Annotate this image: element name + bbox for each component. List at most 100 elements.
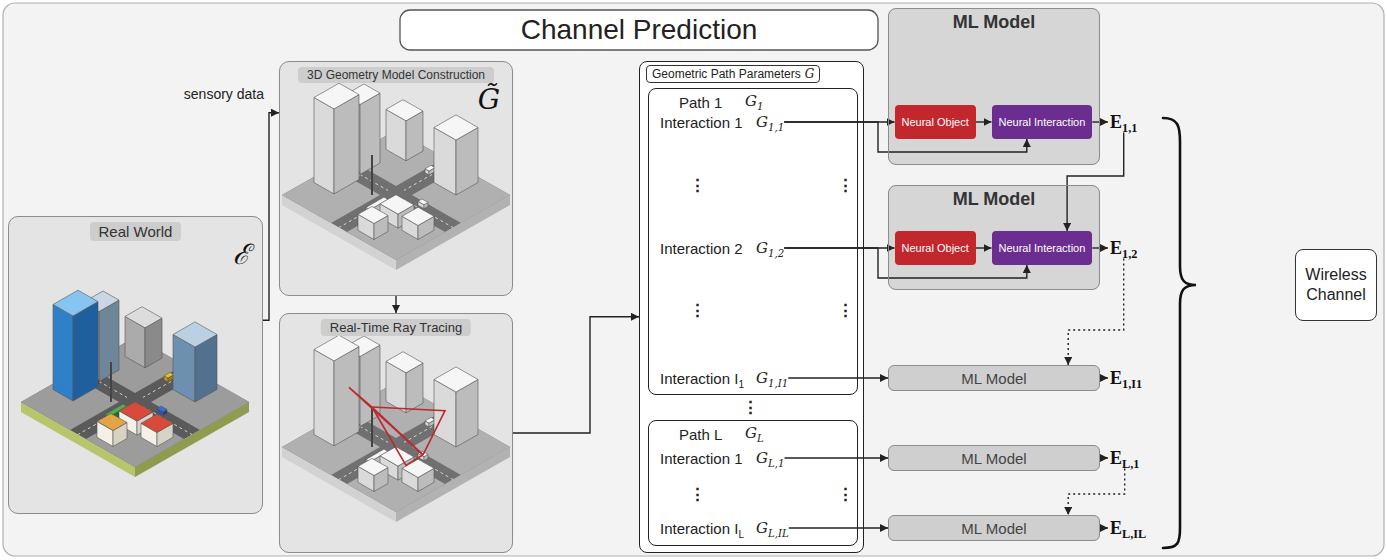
neural-interaction-box: Neural Interaction [992, 231, 1093, 265]
field-output: E1,1 [1108, 112, 1139, 133]
subscript: L,1 [768, 458, 785, 469]
building-roof [402, 459, 434, 477]
subscript: 1,2 [768, 248, 784, 259]
raytracing-panel: Real-Time Ray Tracing [279, 313, 513, 553]
subscript: L [738, 528, 744, 539]
city-rt [282, 335, 510, 522]
title-frame [400, 10, 878, 50]
panel-fill [279, 313, 513, 553]
building-roof [119, 402, 153, 421]
city-scenes [21, 83, 510, 522]
connector [1092, 247, 1108, 248]
field-output: EL,IL [1108, 518, 1148, 539]
parameter-box: Geometric Path Parameters G Path 1 G1Intera… [639, 61, 864, 553]
building-roof [425, 165, 435, 171]
node-text: E1,2 [1110, 238, 1137, 259]
node-symbol: G [805, 67, 815, 81]
node-symbol: G1,I1 [756, 369, 788, 387]
node-text: Interaction I1 [660, 370, 756, 387]
node-symbol: G1 [745, 92, 763, 110]
field-output: E1,2 [1108, 238, 1139, 259]
interaction-row: Interaction 1G1,1 [660, 112, 784, 132]
panel-fill [888, 185, 1100, 290]
ellipsis-mark: ⋮ [689, 302, 706, 319]
ellipsis-mark: ⋮ [837, 302, 854, 319]
neural-object-box: Neural Object [895, 231, 976, 265]
node-text: ML Model [961, 370, 1026, 387]
panel-fill [648, 420, 858, 546]
building-face [73, 302, 98, 401]
node-text: EL,1 [1110, 448, 1139, 469]
interaction-row: Interaction I1G1,I1 [660, 368, 788, 388]
antenna-pole [110, 362, 112, 402]
node-text: ML Model [953, 189, 1036, 210]
node-text: Neural Interaction [999, 116, 1086, 128]
geometry-panel: 3D Geometry Model ConstructionG̃ [279, 61, 513, 296]
subscript: 1,1 [768, 122, 784, 133]
node-symbol: GL [745, 424, 764, 442]
antenna-pole [371, 407, 373, 447]
node-text: Real World [90, 222, 182, 241]
ellipsis-mark: ⋮ [689, 177, 706, 194]
connector [395, 296, 396, 313]
subscript: L,IL [1122, 527, 1146, 541]
building-face [314, 350, 334, 446]
node-text: E1,I1 [1110, 368, 1142, 389]
node-text: ML Model [953, 12, 1036, 33]
ray-path [372, 407, 423, 455]
ellipsis-mark: ⋮ [742, 399, 759, 416]
connector [1100, 377, 1108, 378]
node-text: Geometric Path Parameters [652, 67, 801, 81]
node-text: Wireless Channel [1296, 265, 1376, 305]
node-text: Interaction 1 [660, 114, 756, 131]
building-roof [380, 195, 414, 214]
connector [976, 247, 992, 248]
building-face [334, 95, 359, 194]
node-text: Real-Time Ray Tracing [321, 319, 471, 336]
building-face [334, 347, 359, 446]
path-box: Path 1G1Interaction 1G1,1Interaction 2G1… [648, 88, 858, 395]
interaction-row: Interaction ILGL,IL [660, 518, 789, 538]
node-symbol: ℰ [233, 241, 250, 269]
subscript: 1,1 [1122, 121, 1137, 135]
outer-frame [3, 3, 1384, 556]
subscript: 1 [757, 101, 763, 112]
building-roof [125, 307, 162, 328]
building-roof [418, 199, 428, 205]
connector [789, 527, 888, 528]
ellipsis-mark: ⋮ [837, 486, 854, 503]
building-face [53, 305, 73, 401]
node-text: Neural Interaction [999, 242, 1086, 254]
connector [1067, 133, 1124, 232]
building-face [99, 300, 119, 381]
node-symbol: G1,2 [756, 239, 784, 257]
building-roof [386, 352, 423, 373]
subscript: L,1 [1122, 457, 1139, 471]
subscript: L [757, 433, 764, 444]
field-output: EL,1 [1108, 448, 1141, 469]
node-symbol: GL,IL [756, 519, 789, 537]
node-text: Path 1 [679, 94, 722, 111]
node-symbol: GL,1 [756, 449, 784, 467]
building-roof [53, 290, 98, 316]
node-text: Neural Object [902, 116, 969, 128]
ellipsis-mark: ⋮ [837, 177, 854, 194]
node-text: 3D Geometry Model Construction [298, 67, 494, 83]
neural-object-box: Neural Object [895, 105, 976, 139]
edge-label: sensory data [184, 86, 264, 102]
node-text: Path L [679, 426, 722, 443]
path-box: Path LGLInteraction 1GL,1Interaction ILG… [648, 420, 858, 546]
ml-model-box: ML ModelNeural Object Neural Interaction [888, 8, 1100, 165]
connector [788, 377, 888, 378]
field-output: E1,I1 [1108, 368, 1144, 389]
ml-model-box: ML Model [888, 445, 1100, 471]
ellipsis-mark: ⋮ [689, 486, 706, 503]
ml-model-box: ML ModelNeural Object Neural Interaction [888, 185, 1100, 290]
building-roof [358, 206, 388, 223]
subscript: 1,I1 [768, 378, 788, 389]
subscript: 1 [738, 378, 744, 389]
subscript: L,IL [768, 528, 789, 539]
